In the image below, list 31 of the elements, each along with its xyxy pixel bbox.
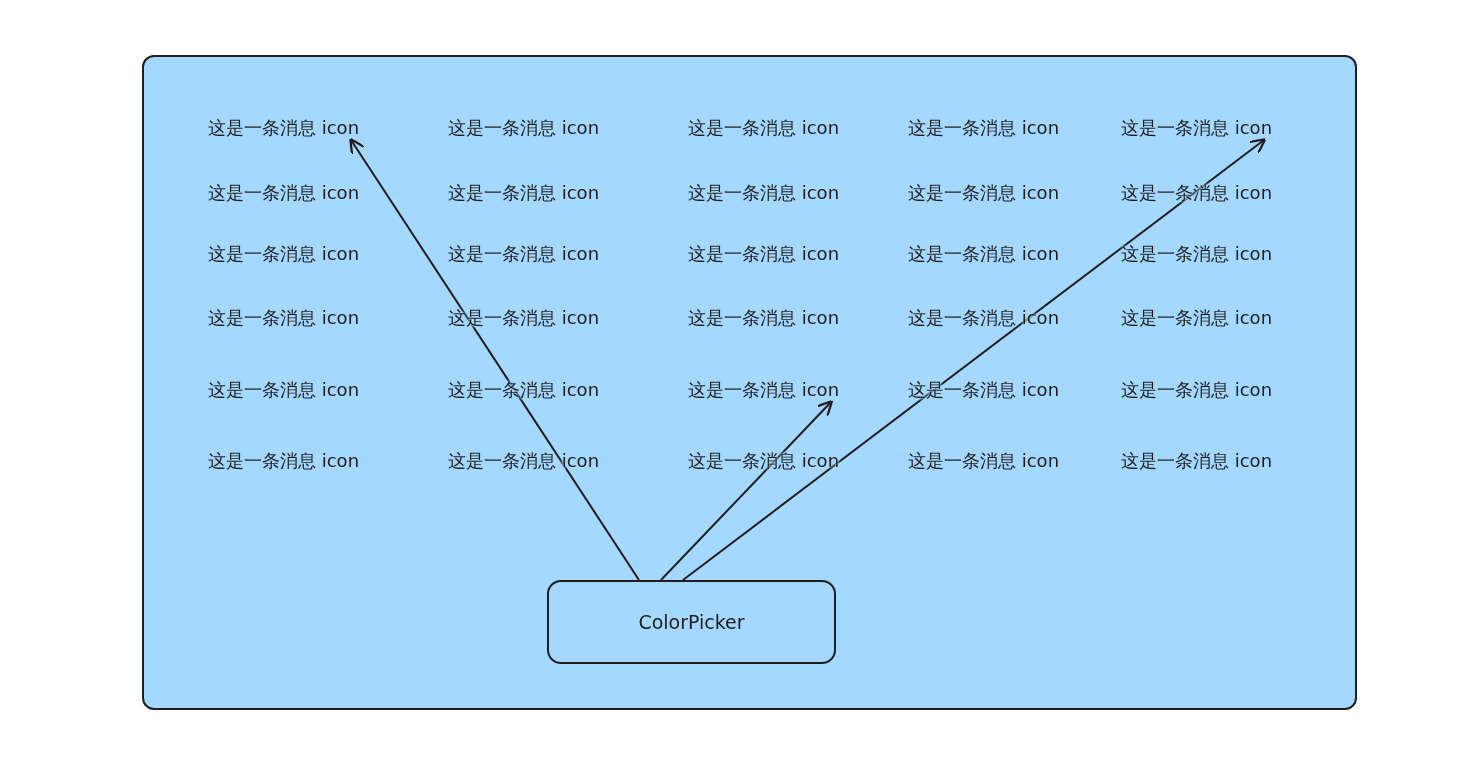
message-text: 这是一条消息 icon: [1121, 306, 1273, 330]
arrow: [682, 138, 1267, 581]
message-text: 这是一条消息 icon: [1121, 181, 1273, 205]
message-text: 这是一条消息 icon: [448, 181, 600, 205]
color-picker-box: ColorPicker: [547, 580, 836, 664]
message-text: 这是一条消息 icon: [448, 116, 600, 140]
arrow: [660, 399, 834, 581]
message-text: 这是一条消息 icon: [1121, 116, 1273, 140]
message-text: 这是一条消息 icon: [908, 449, 1060, 473]
message-text: 这是一条消息 icon: [208, 116, 360, 140]
arrow: [349, 137, 640, 581]
message-text: 这是一条消息 icon: [688, 242, 840, 266]
message-text: 这是一条消息 icon: [208, 378, 360, 402]
message-text: 这是一条消息 icon: [208, 306, 360, 330]
message-text: 这是一条消息 icon: [908, 181, 1060, 205]
message-text: 这是一条消息 icon: [688, 306, 840, 330]
message-text: 这是一条消息 icon: [1121, 242, 1273, 266]
message-text: 这是一条消息 icon: [208, 449, 360, 473]
message-text: 这是一条消息 icon: [208, 181, 360, 205]
message-text: 这是一条消息 icon: [688, 116, 840, 140]
message-text: 这是一条消息 icon: [448, 242, 600, 266]
message-text: 这是一条消息 icon: [1121, 449, 1273, 473]
message-text: 这是一条消息 icon: [688, 378, 840, 402]
message-text: 这是一条消息 icon: [908, 242, 1060, 266]
message-text: 这是一条消息 icon: [908, 116, 1060, 140]
message-text: 这是一条消息 icon: [448, 449, 600, 473]
canvas-frame: [142, 55, 1357, 710]
message-text: 这是一条消息 icon: [688, 181, 840, 205]
message-text: 这是一条消息 icon: [448, 306, 600, 330]
message-text: 这是一条消息 icon: [208, 242, 360, 266]
message-text: 这是一条消息 icon: [1121, 378, 1273, 402]
